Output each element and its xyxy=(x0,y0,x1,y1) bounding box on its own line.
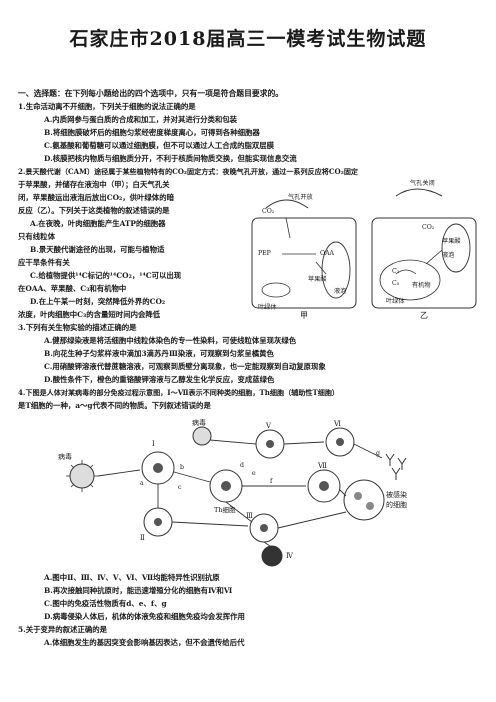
q4-option-d: D.病毒侵染人体后，机体的体液免疫和细胞免疫均会发挥作用 xyxy=(44,612,245,621)
label-malic-yi: 苹果酸 xyxy=(442,238,461,245)
label-th-cell: Th细胞 xyxy=(214,506,236,514)
q1-option-b: B.将细胞膜破坏后的细胞匀浆经密度梯度离心，可得到各种细胞器 xyxy=(44,128,260,137)
label-virus-left: 病毒 xyxy=(58,453,72,461)
label-malic-jia: 苹果酸 xyxy=(308,276,327,283)
q2-stem-1: 2.景天酸代谢（CAM）途径属于某些植物特有的CO₂固定方式：夜晚气孔开放，通过… xyxy=(18,167,359,176)
label-f: f xyxy=(270,478,273,485)
label-cell-vii: Ⅶ xyxy=(318,462,328,470)
label-cell-v: Ⅴ xyxy=(266,422,272,430)
label-co2-jia: CO₂ xyxy=(262,208,275,215)
q1-option-c: C.氨基酸和葡萄糖可以通过细胞膜，但不可以通过人工合成的脂双层膜 xyxy=(44,141,275,150)
label-chloroplast-jia: 叶绿体 xyxy=(258,304,277,311)
label-vacuole-jia: 液泡 xyxy=(334,288,347,295)
q2-stem-2: 于苹果酸，并储存在液泡中（甲）；白天气孔关 xyxy=(18,180,170,189)
q2-stem-3: 闭，苹果酸运出液泡后放出CO₂，供叶绿体的暗 xyxy=(18,193,174,202)
label-c: c xyxy=(178,484,182,491)
q2-option-d-2: 浓度，叶肉细胞中C₃的含量短时间内会降低 xyxy=(18,310,161,319)
q4-option-a: A.图中Ⅱ、Ⅲ、Ⅳ、Ⅴ、Ⅵ、Ⅶ均能特异性识别抗原 xyxy=(44,573,220,582)
label-jia: 甲 xyxy=(300,311,308,320)
q3-stem: 3.下列有关生物实验的描述正确的是 xyxy=(18,323,137,332)
immune-figure: 病毒 病毒 Ⅰ Th细胞 Ⅴ Ⅵ Ⅶ 被感染 的细胞 Ⅱ Ⅲ Ⅳ a b c d… xyxy=(40,414,460,568)
label-infected-2: 的细胞 xyxy=(386,501,407,509)
q4-option-b: B.再次接触同种抗原时，能迅速增殖分化的细胞有Ⅳ和Ⅵ xyxy=(44,586,233,595)
label-a: a xyxy=(140,480,144,487)
label-cell-iii: Ⅲ xyxy=(246,512,253,520)
q3-option-a: A.健那绿染液是将活细胞中线粒体染色的专一性染料，可使线粒体呈现灰绿色 xyxy=(44,336,297,345)
label-pep: PEP xyxy=(258,250,271,257)
label-b: b xyxy=(180,464,184,471)
q3-option-c: C.用硝酸钾溶液代替蔗糖溶液，可观察到质壁分离现象，也一定能观察到自动复原现象 xyxy=(44,362,326,371)
q5-option-a: A.体细胞发生的基因突变会影响基因表达，但不会遗传给后代 xyxy=(44,638,245,647)
q1-stem: 1.生命活动离不开细胞，下列关于细胞的说法正确的是 xyxy=(18,102,196,111)
label-cell-vi: Ⅵ xyxy=(334,420,342,428)
q4-stem-1: 4.下图是人体对某病毒的部分免疫过程示意图，Ⅰ～Ⅶ表示不同种类的细胞，Th细胞（… xyxy=(18,388,340,397)
q2-option-d-1: D.在上午某一时刻，突然降低外界的CO₂ xyxy=(30,297,166,306)
label-stomata-closed: 气孔关闭 xyxy=(410,180,435,187)
label-c3: C₃ xyxy=(392,268,400,275)
q4-option-c: C.图中的免疫活性物质有d、e、f、g xyxy=(44,599,167,608)
label-d: d xyxy=(240,462,244,469)
label-g: g xyxy=(376,450,380,457)
q5-stem: 5.关于变异的叙述正确的是 xyxy=(18,625,108,634)
label-chloroplast-yi: 叶绿体 xyxy=(386,298,405,305)
label-vacuole-yi: 液泡 xyxy=(442,252,455,259)
label-organics: 有机物 xyxy=(412,282,431,289)
section-heading: 一、选择题：在下列每小题给出的四个选项中，只有一项是符合题目要求的。 xyxy=(18,89,284,98)
label-yi: 乙 xyxy=(420,311,428,320)
cam-figure: 气孔开放 气孔关闭 CO₂ PEP OAA 苹果酸 液泡 叶绿体 CO₂ 液泡 … xyxy=(246,178,478,320)
immune-figure-drawing xyxy=(66,426,407,567)
cam-figure-drawing xyxy=(251,188,477,309)
q2-option-c-2: 在OAA、苹果酸、C₃和有机物中 xyxy=(18,284,127,293)
q2-option-a-2: 只有线粒体 xyxy=(18,232,55,241)
q2-option-a-1: A.在夜晚，叶肉细胞能产生ATP的细胞器 xyxy=(30,219,166,228)
label-virus-top: 病毒 xyxy=(192,419,206,427)
q2-option-b-2: 应干旱条件有关 xyxy=(18,258,70,267)
label-cell-i: Ⅰ xyxy=(152,440,155,448)
q4-stem-2: 是T细胞的一种，a～g代表不同的物质。下列叙述错误的是 xyxy=(18,401,211,410)
label-e: e xyxy=(252,470,256,477)
q3-option-b: B.向花生种子匀浆样液中滴加3滴苏丹Ⅲ染液，可观察到匀浆呈橘黄色 xyxy=(44,349,274,358)
label-infected-1: 被感染 xyxy=(386,491,407,499)
label-cell-iv: Ⅳ xyxy=(286,552,293,560)
page-title: 石家庄市2018届高三一模考试生物试题 xyxy=(69,28,427,50)
q3-option-d: D.酸性条件下，橙色的重铬酸钾溶液与乙醇发生化学反应，变成蓝绿色 xyxy=(44,375,275,384)
q1-option-a: A.内质网参与蛋白质的合成和加工，并对其进行分类和包装 xyxy=(44,115,238,124)
label-cell-ii: Ⅱ xyxy=(140,534,145,542)
label-oaa: OAA xyxy=(320,250,335,257)
label-stomata-open: 气孔开放 xyxy=(288,194,313,201)
q2-stem-4: 反应（乙）。下列关于这类植物的叙述错误的是 xyxy=(18,206,170,215)
q2-option-b-1: B.景天酸代谢途径的出现，可能与植物适 xyxy=(30,245,165,254)
label-co2-yi: CO₂ xyxy=(422,224,435,231)
label-c5: C₅ xyxy=(392,280,400,287)
q1-option-d: D.核膜把核内物质与细胞质分开，不利于核质间物质交换，但能实现信息交流 xyxy=(44,154,297,163)
q2-option-c-1: C.给植物提供¹⁴C标记的¹⁴CO₂，¹⁴C可以出现 xyxy=(30,271,182,280)
